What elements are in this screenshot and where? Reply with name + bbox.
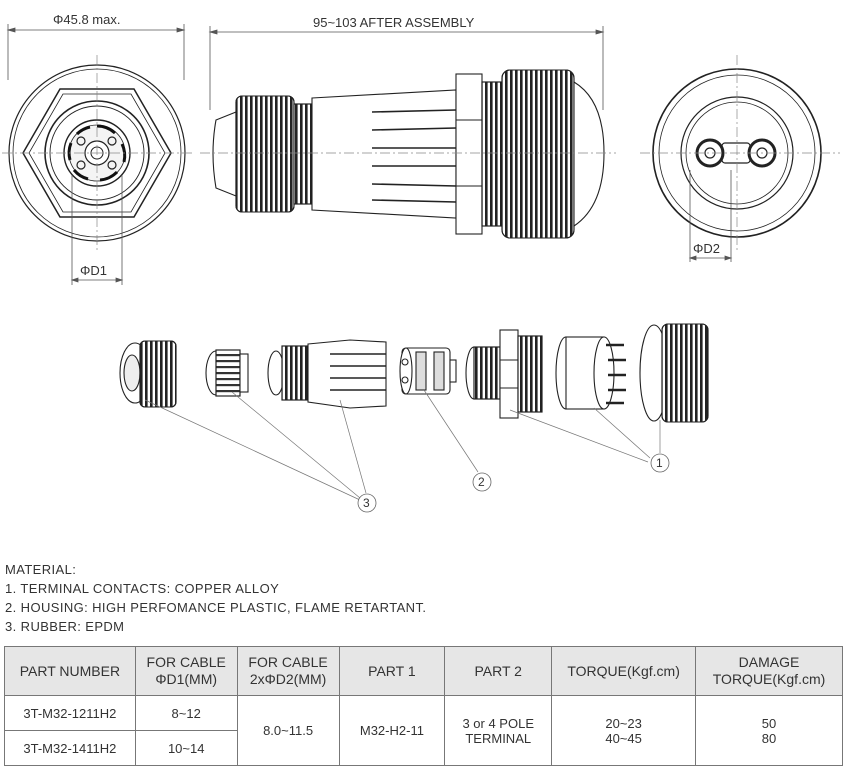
exploded-end-cap [119,340,177,408]
spec-table: PART NUMBER FOR CABLE ΦD1(MM) FOR CABLE … [4,646,843,766]
spec-header-row: PART NUMBER FOR CABLE ΦD1(MM) FOR CABLE … [4,646,843,696]
material-item-1: 1. TERMINAL CONTACTS: COPPER ALLOY [5,581,280,596]
callout-3-label: 3 [363,496,370,510]
cell-part-1: M32-H2-11 [338,695,446,766]
d2-dimension [688,170,733,262]
material-notes: MATERIAL: 1. TERMINAL CONTACTS: COPPER A… [5,560,426,636]
callout-1-label: 1 [656,456,663,470]
exploded-view [119,323,709,423]
exploded-housing [465,329,543,419]
cell-cable-d2: 8.0~11.5 [236,695,340,766]
callout-1: 1 [650,453,670,473]
header-part-2: PART 2 [444,646,553,696]
header-torque: TORQUE(Kgf.cm) [551,646,697,696]
material-item-3: 3. RUBBER: EPDM [5,619,125,634]
right-center-lines [640,55,840,250]
cell-part-number: 3T-M32-1211H2 [4,695,136,731]
header-cable-d2: FOR CABLE 2xΦD2(MM) [236,646,340,696]
material-heading: MATERIAL: [5,562,77,577]
exploded-terminal [399,347,457,395]
outer-diameter-label: Φ45.8 max. [53,12,120,27]
exploded-seal [205,349,249,397]
table-row: 3T-M32-1411H2 10~14 [4,730,843,766]
header-part-1: PART 1 [338,646,446,696]
cell-part-2: 3 or 4 POLE TERMINAL [444,695,553,766]
callout-leaders [144,389,661,501]
callout-2: 2 [472,472,492,492]
outer-diameter-dimension [6,24,186,80]
technical-drawing: Φ45.8 max. 95~103 AFTER ASSEMBLY [2,12,840,513]
callout-3: 3 [357,493,377,513]
cell-torque: 20~23 40~45 [551,695,697,766]
header-cable-d1: FOR CABLE ΦD1(MM) [134,646,238,696]
callout-2-label: 2 [478,475,485,489]
cell-cable-d1: 8~12 [134,695,238,731]
assembly-length-dimension [208,26,605,110]
assembly-length-label: 95~103 AFTER ASSEMBLY [313,15,475,30]
left-center-lines [2,55,192,250]
cell-damage-torque: 50 80 [695,695,843,766]
cell-cable-d1: 10~14 [134,730,238,766]
d1-dimension [70,175,124,285]
table-row: 3T-M32-1211H2 8~12 8.0~11.5 M32-H2-11 3 … [4,695,843,766]
d1-label: ΦD1 [80,263,107,278]
header-damage-torque: DAMAGE TORQUE(Kgf.cm) [695,646,843,696]
exploded-right-cap [639,323,709,423]
cell-part-number: 3T-M32-1411H2 [4,730,136,766]
header-part-number: PART NUMBER [4,646,136,696]
exploded-clamp [555,336,626,410]
material-item-2: 2. HOUSING: HIGH PERFOMANCE PLASTIC, FLA… [5,600,427,615]
d2-label: ΦD2 [693,241,720,256]
assembled-side-view [212,69,605,239]
exploded-body [281,339,387,409]
